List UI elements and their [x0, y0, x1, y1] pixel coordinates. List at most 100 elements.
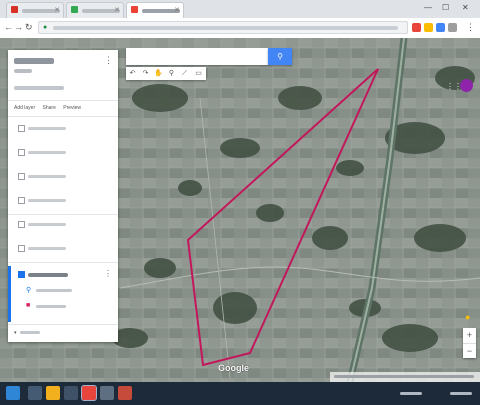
layer-checkbox[interactable] [18, 271, 25, 278]
layer-item[interactable]: ⋮ [8, 268, 118, 282]
list-item[interactable] [8, 194, 118, 208]
list-item-label [28, 223, 66, 226]
apps-grid-icon[interactable]: ⋮⋮ [446, 82, 462, 91]
browser-tab-bar: ✕ ✕ ✕ — ☐ ✕ [0, 0, 480, 19]
undo-icon[interactable]: ↶ [129, 70, 136, 77]
list-item-label [28, 151, 66, 154]
url-text [53, 26, 398, 30]
map-description[interactable] [14, 86, 64, 90]
extension-icon[interactable] [436, 23, 445, 32]
clock [450, 392, 472, 395]
google-logo: Google [218, 363, 249, 373]
list-item-label [28, 199, 66, 202]
taskbar-app-icon[interactable] [64, 386, 78, 400]
list-item[interactable] [8, 146, 118, 160]
browser-tab[interactable]: ✕ [6, 2, 64, 18]
checkbox[interactable] [18, 221, 25, 228]
checkbox[interactable] [18, 173, 25, 180]
browser-tab[interactable]: ✕ [66, 2, 124, 18]
tab-close-icon[interactable]: ✕ [114, 7, 120, 14]
taskbar-app-icon[interactable] [28, 386, 42, 400]
street-view-icon[interactable]: ● [465, 312, 471, 322]
zoom-out-button[interactable]: − [466, 346, 473, 356]
forward-icon[interactable]: → [14, 22, 23, 32]
list-item-label [28, 175, 66, 178]
extension-icon[interactable] [424, 23, 433, 32]
browser-tab-active[interactable]: ✕ [126, 2, 184, 18]
divider [8, 100, 118, 101]
extension-icon[interactable] [412, 23, 421, 32]
system-tray[interactable] [400, 389, 474, 397]
panel-menu-icon[interactable]: ⋮ [104, 55, 113, 65]
drawn-polygon[interactable] [186, 68, 379, 367]
zoom-in-button[interactable]: + [463, 328, 476, 344]
back-icon[interactable]: ← [4, 22, 13, 32]
map-canvas[interactable]: ⋮ Add layer Share Preview [0, 38, 480, 382]
list-item-label [28, 127, 66, 130]
divider [8, 262, 118, 263]
browser-menu-icon[interactable]: ⋮ [466, 22, 475, 32]
feature-label [36, 305, 66, 308]
divider [8, 324, 118, 325]
list-item[interactable] [8, 122, 118, 136]
checkbox[interactable] [18, 125, 25, 132]
base-map-toggle[interactable]: ▾ [14, 330, 40, 336]
layer-feature-item[interactable]: ⚲ [8, 284, 118, 296]
draw-line-icon[interactable]: ⟋ [182, 70, 187, 77]
add-layer-button[interactable]: Add layer [14, 105, 36, 111]
checkbox[interactable] [18, 149, 25, 156]
list-item-label [28, 247, 66, 250]
tab-title [81, 9, 120, 13]
divider [8, 116, 118, 117]
search-button[interactable]: ⚲ [268, 48, 292, 65]
minimize-icon[interactable]: — [424, 3, 432, 12]
avatar[interactable] [460, 79, 473, 92]
panel-actions: Add layer Share Preview [14, 105, 87, 111]
divider [8, 214, 118, 215]
layer-menu-icon[interactable]: ⋮ [104, 269, 112, 278]
search-input[interactable] [126, 48, 268, 65]
windows-taskbar [0, 382, 480, 405]
tab-close-icon[interactable]: ✕ [54, 7, 60, 14]
folder-icon[interactable] [46, 386, 60, 400]
redo-icon[interactable]: ↷ [142, 70, 149, 77]
marker-icon[interactable]: ⚲ [168, 70, 175, 77]
checkbox[interactable] [18, 197, 25, 204]
close-window-icon[interactable]: ✕ [462, 3, 469, 12]
share-button[interactable]: Share [42, 105, 56, 111]
start-icon[interactable] [6, 386, 20, 400]
taskbar-app-icon[interactable] [100, 386, 114, 400]
extension-icon[interactable] [448, 23, 457, 32]
browser-toolbar: ← → ↻ ● ⋮ [0, 18, 480, 39]
drawing-toolbar: ↶ ↷ ✋ ⚲ ⟋ ▭ [126, 67, 206, 80]
maximize-icon[interactable]: ☐ [442, 3, 450, 12]
base-map-label [19, 331, 40, 335]
map-subtitle [14, 69, 32, 73]
tab-favicon-icon [11, 6, 18, 13]
layer-name [28, 273, 68, 277]
list-item[interactable] [8, 242, 118, 256]
chevron-down-icon: ▾ [14, 330, 17, 336]
active-layer-indicator [8, 266, 11, 322]
map-layers-panel: ⋮ Add layer Share Preview [8, 50, 118, 342]
map-title-placeholder [14, 58, 54, 64]
attribution-text [334, 375, 474, 378]
preview-button[interactable]: Preview [63, 105, 82, 111]
reload-icon[interactable]: ↻ [25, 22, 33, 32]
lock-icon: ● [43, 24, 48, 31]
tab-title [141, 9, 180, 13]
list-item[interactable] [8, 218, 118, 232]
map-attribution [330, 372, 480, 382]
tab-close-icon[interactable]: ✕ [174, 7, 180, 14]
checkbox[interactable] [18, 245, 25, 252]
chrome-icon[interactable] [81, 385, 97, 401]
hand-icon[interactable]: ✋ [154, 70, 163, 77]
zoom-controls: + − [463, 328, 476, 358]
layer-feature-item[interactable]: ■ [8, 300, 118, 312]
search-icon: ⚲ [277, 52, 283, 61]
taskbar-app-icon[interactable] [118, 386, 132, 400]
list-item[interactable] [8, 170, 118, 184]
tab-title [21, 9, 60, 13]
measure-icon[interactable]: ▭ [195, 70, 202, 77]
address-bar[interactable]: ● [38, 21, 408, 34]
